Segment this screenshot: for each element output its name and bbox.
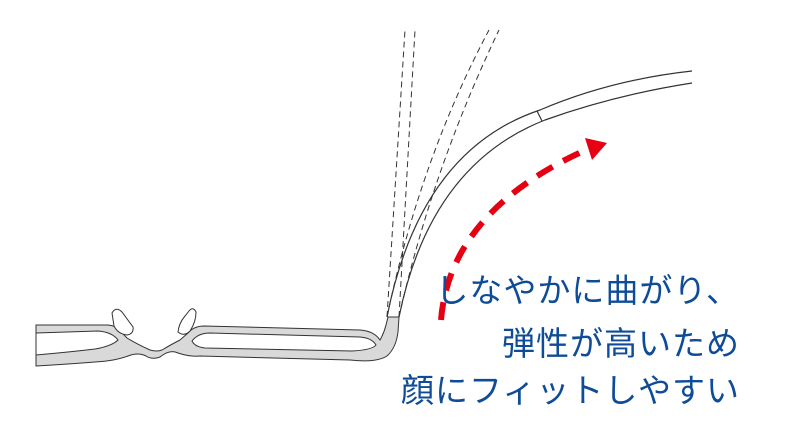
caption-line-2: 弾性が高いため <box>502 324 740 363</box>
flex-direction-arrow <box>438 138 607 321</box>
nose-pad-right <box>177 308 197 335</box>
nose-pad-left <box>111 308 134 336</box>
caption-line-3: 顔にフィットしやすい <box>400 371 740 410</box>
temple-original-dashed <box>386 29 500 318</box>
nose-pads <box>111 308 197 336</box>
caption-line-1: しなやかに曲がり、 <box>435 271 740 310</box>
frame-front <box>35 316 400 367</box>
temple-flexed <box>386 70 693 318</box>
